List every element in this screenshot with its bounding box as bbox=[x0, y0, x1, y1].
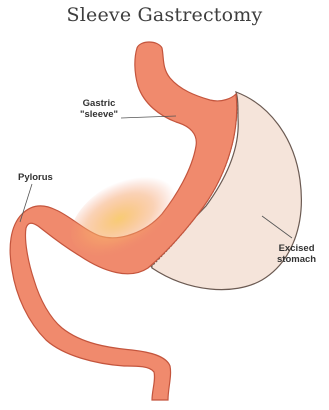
pylorus-label: Pylorus bbox=[18, 172, 53, 183]
excised-stomach-label-line1: Excised bbox=[277, 243, 316, 254]
gastric-sleeve-label-line2: "sleeve" bbox=[80, 109, 118, 120]
excised-stomach-label: Excised stomach bbox=[277, 243, 316, 265]
gastric-sleeve-label: Gastric "sleeve" bbox=[80, 98, 118, 120]
gastric-sleeve-label-line1: Gastric bbox=[80, 98, 118, 109]
excised-stomach-label-line2: stomach bbox=[277, 254, 316, 265]
